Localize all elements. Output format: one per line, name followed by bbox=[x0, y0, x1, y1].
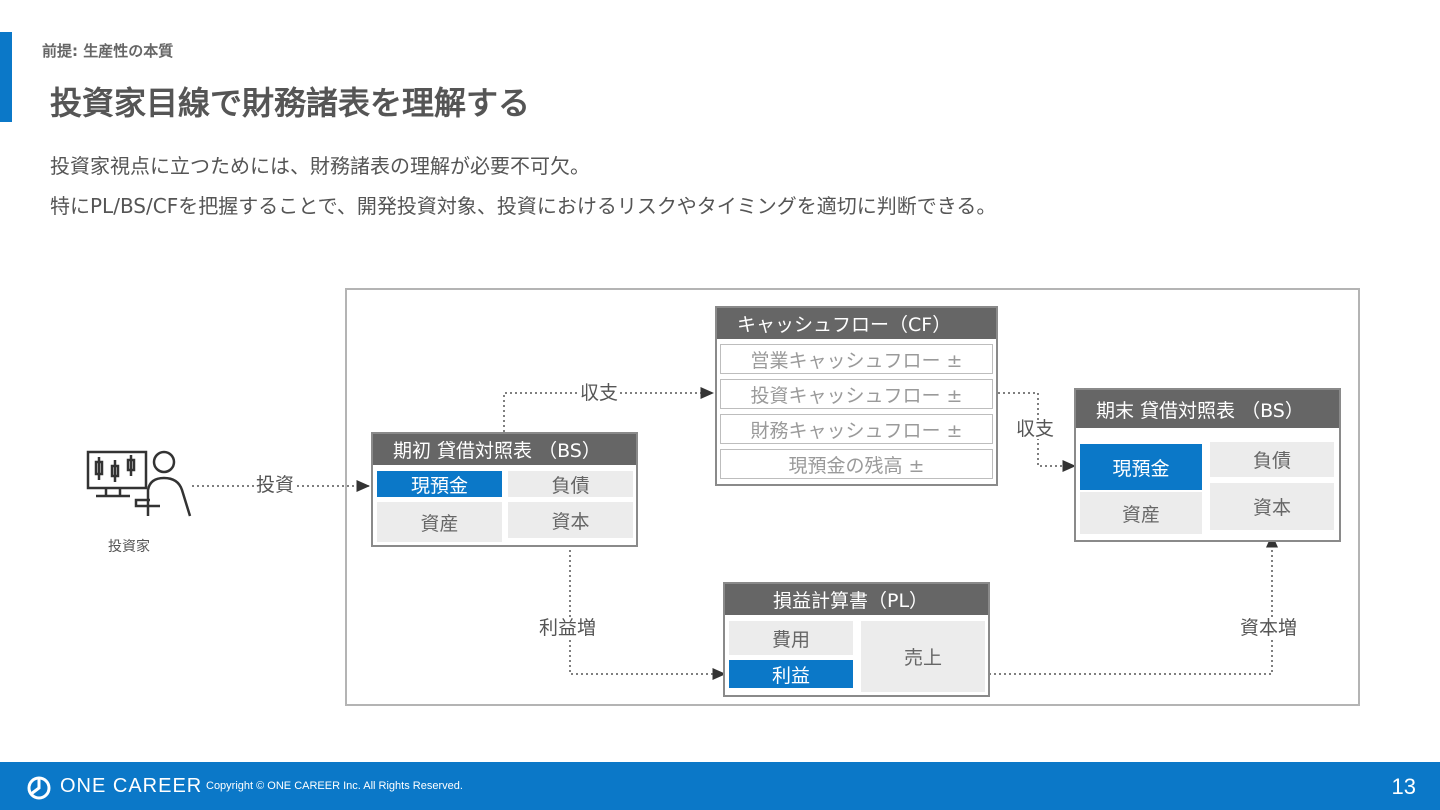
footer: ONE CAREER Copyright © ONE CAREER Inc. A… bbox=[0, 762, 1440, 810]
flow-label-capital-increase: 資本増 bbox=[1240, 617, 1298, 639]
investor-label: 投資家 bbox=[108, 539, 150, 555]
one-career-logo-icon bbox=[27, 776, 51, 800]
opening-bs-liabilities: 負債 bbox=[508, 471, 633, 497]
cf-row-investing: 投資キャッシュフロー ± bbox=[720, 379, 993, 409]
pl-profit: 利益 bbox=[729, 660, 853, 688]
opening-balance-sheet: 期初 貸借対照表 （BS） 現預金 資産 負債 資本 bbox=[371, 432, 638, 547]
investor-trading-icon bbox=[86, 450, 192, 517]
cash-flow-statement: キャッシュフロー（CF） 営業キャッシュフロー ± 投資キャッシュフロー ± 財… bbox=[715, 306, 998, 486]
flow-label-cash-flow: 収支 bbox=[580, 382, 619, 404]
cf-title: キャッシュフロー（CF） bbox=[717, 308, 996, 339]
opening-bs-assets: 資産 bbox=[377, 502, 502, 542]
closing-bs-capital: 資本 bbox=[1210, 483, 1334, 530]
income-statement: 損益計算書（PL） 費用 利益 売上 bbox=[723, 582, 990, 697]
closing-balance-sheet: 期末 貸借対照表 （BS） 現預金 資産 負債 資本 bbox=[1074, 388, 1341, 542]
opening-bs-cash: 現預金 bbox=[377, 471, 502, 497]
pl-expenses: 費用 bbox=[729, 621, 853, 655]
breadcrumb: 前提: 生産性の本質 bbox=[42, 42, 174, 60]
cf-row-cash-balance: 現預金の残高 ± bbox=[720, 449, 993, 479]
flow-label-cf-to-bs: 収支 bbox=[1016, 418, 1055, 440]
pl-sales: 売上 bbox=[861, 621, 985, 692]
flow-label-profit-increase: 利益増 bbox=[539, 617, 597, 639]
flow-label-invest: 投資 bbox=[256, 474, 295, 496]
opening-bs-capital: 資本 bbox=[508, 502, 633, 538]
footer-logo-text: ONE CAREER bbox=[60, 775, 203, 797]
closing-bs-liabilities: 負債 bbox=[1210, 442, 1334, 477]
pl-title: 損益計算書（PL） bbox=[725, 584, 988, 615]
accent-bar bbox=[0, 32, 12, 122]
closing-bs-cash: 現預金 bbox=[1080, 444, 1202, 490]
opening-bs-title: 期初 貸借対照表 （BS） bbox=[373, 434, 636, 465]
page-title: 投資家目線で財務諸表を理解する bbox=[50, 84, 531, 122]
cf-row-operating: 営業キャッシュフロー ± bbox=[720, 344, 993, 374]
closing-bs-title: 期末 貸借対照表 （BS） bbox=[1076, 390, 1339, 428]
description-line-1: 投資家視点に立つためには、財務諸表の理解が必要不可欠。 bbox=[50, 154, 590, 178]
page-number: 13 bbox=[1391, 774, 1416, 799]
description-line-2: 特にPL/BS/CFを把握することで、開発投資対象、投資におけるリスクやタイミン… bbox=[50, 194, 997, 218]
footer-copyright: Copyright © ONE CAREER Inc. All Rights R… bbox=[206, 780, 463, 792]
cf-row-financing: 財務キャッシュフロー ± bbox=[720, 414, 993, 444]
closing-bs-assets: 資産 bbox=[1080, 492, 1202, 534]
